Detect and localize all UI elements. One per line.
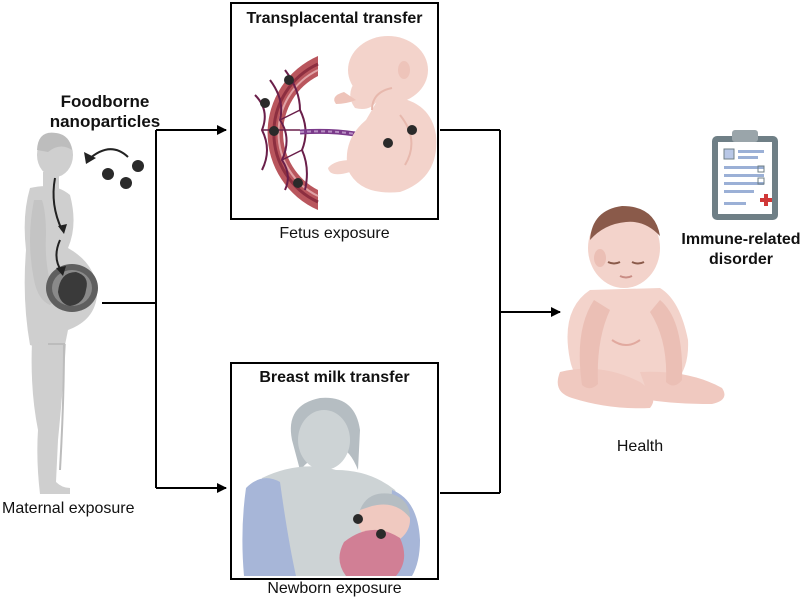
nanoparticles-cluster [102,160,144,189]
placenta-fetus-illustration [254,36,437,210]
maternal-exposure-label: Maternal exposure [2,500,135,517]
health-label: Health [616,438,664,455]
breast-milk-transfer-title: Breast milk transfer [259,369,410,386]
sitting-baby-figure [557,206,725,409]
immune-related-disorder-label: Immune-related disorder [672,230,810,270]
clipboard-icon [712,130,778,220]
foodborne-nanoparticles-label: Foodborne nanoparticles [30,92,180,132]
ingestion-arrow [84,148,129,164]
immune-line-2: disorder [708,251,773,268]
pregnant-mother-figure [24,132,98,494]
flow-connectors [102,125,561,494]
immune-line-1: Immune-related [681,231,801,248]
transplacental-transfer-title: Transplacental transfer [246,10,423,27]
fetus-exposure-label: Fetus exposure [279,225,390,242]
foodborne-line-2: nanoparticles [49,112,161,131]
foodborne-line-1: Foodborne [60,92,150,111]
breastfeeding-illustration [242,397,420,576]
newborn-exposure-label: Newborn exposure [267,580,402,597]
